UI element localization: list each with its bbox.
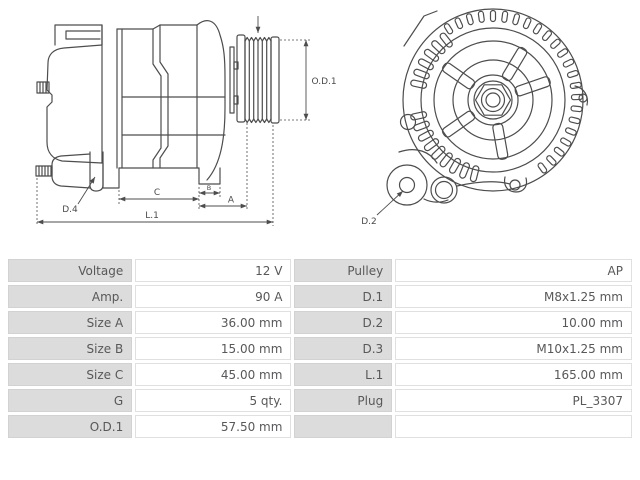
spec-value-cell: 15.00 mm: [135, 337, 292, 360]
table-row: Amp. 90 A D.1 M8x1.25 mm: [8, 285, 632, 308]
spec-label-cell: Voltage: [8, 259, 133, 282]
dim-label-od1: O.D.1: [312, 77, 337, 87]
spec-table: Voltage 12 V Pulley AP Amp. 90 A D.1 M8x…: [5, 256, 635, 441]
dim-label-a: A: [228, 196, 235, 206]
spec-value-cell: PL_3307: [395, 389, 632, 412]
spec-label-cell: Size A: [8, 311, 133, 334]
spec-label-cell: Size B: [8, 337, 133, 360]
alternator-technical-drawing: O.D.1 C B A L.1 D.4: [35, 8, 589, 227]
dim-label-l1: L.1: [145, 211, 159, 221]
spec-label-cell: D.1: [294, 285, 393, 308]
spec-label-cell: D.3: [294, 337, 393, 360]
table-row: O.D.1 57.50 mm: [8, 415, 632, 438]
spec-label-cell: Plug: [294, 389, 393, 412]
dim-label-d2: D.2: [361, 217, 377, 227]
side-view: [35, 20, 280, 192]
spec-label-cell: O.D.1: [8, 415, 133, 438]
spec-label-cell: Size C: [8, 363, 133, 386]
spec-value-cell: 57.50 mm: [135, 415, 292, 438]
spec-value-cell: 45.00 mm: [135, 363, 292, 386]
spec-value-cell: 10.00 mm: [395, 311, 632, 334]
dim-label-c: C: [154, 188, 160, 198]
spec-value-cell: 36.00 mm: [135, 311, 292, 334]
spec-value-cell: M10x1.25 mm: [395, 337, 632, 360]
spec-label-cell: [294, 415, 393, 438]
dimension-annotations: O.D.1 C B A L.1 D.4: [36, 16, 337, 226]
dim-label-d4: D.4: [62, 205, 78, 215]
spec-value-cell: 165.00 mm: [395, 363, 632, 386]
dim-label-b: B: [207, 184, 211, 192]
mounting-lug-boss: [386, 164, 428, 206]
front-view: [386, 8, 589, 206]
spec-label-cell: Pulley: [294, 259, 393, 282]
spec-label-cell: G: [8, 389, 133, 412]
table-row: Size C 45.00 mm L.1 165.00 mm: [8, 363, 632, 386]
spec-value-cell: 12 V: [135, 259, 292, 282]
shaft-hex-nut: [474, 84, 512, 116]
spec-label-cell: L.1: [294, 363, 393, 386]
spec-label-cell: Amp.: [8, 285, 133, 308]
spec-value-cell: 5 qty.: [135, 389, 292, 412]
table-row: Voltage 12 V Pulley AP: [8, 259, 632, 282]
front-view-annotation: D.2: [361, 190, 404, 227]
table-row: Size A 36.00 mm D.2 10.00 mm: [8, 311, 632, 334]
mounting-hole-d2: [398, 176, 416, 194]
spec-label-cell: D.2: [294, 311, 393, 334]
spec-value-cell: AP: [395, 259, 632, 282]
table-row: G 5 qty. Plug PL_3307: [8, 389, 632, 412]
table-row: Size B 15.00 mm D.3 M10x1.25 mm: [8, 337, 632, 360]
spec-value-cell: M8x1.25 mm: [395, 285, 632, 308]
spec-value-cell: 90 A: [135, 285, 292, 308]
spec-value-cell: [395, 415, 632, 438]
